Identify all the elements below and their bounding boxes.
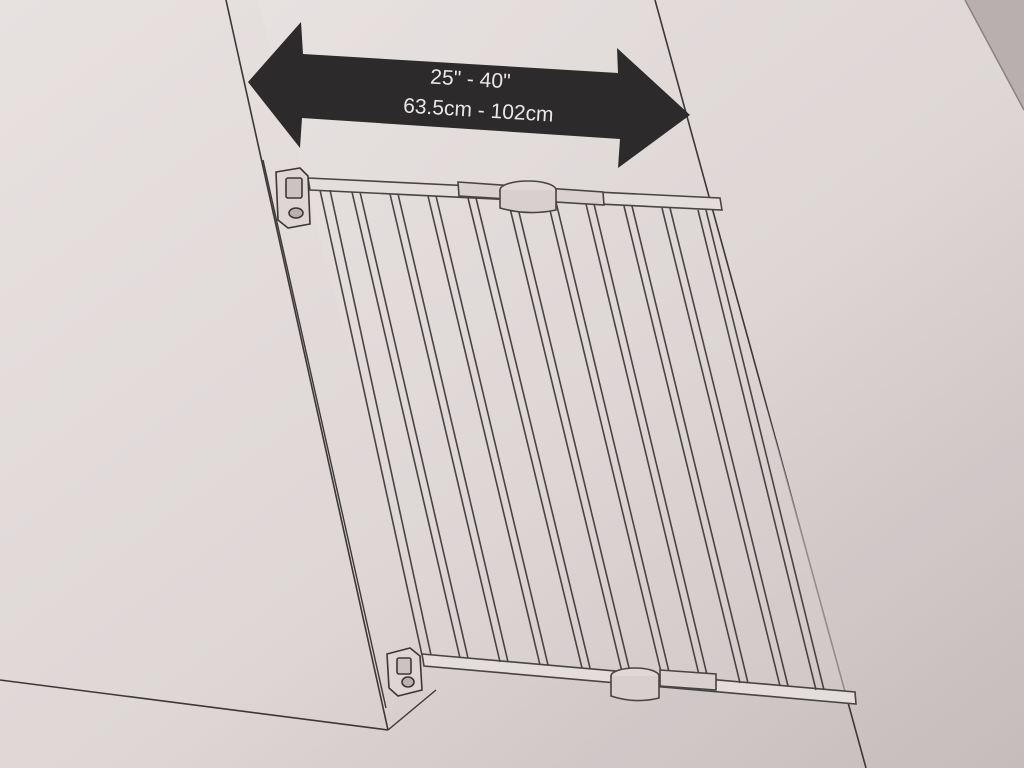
paper-edge-line [964,0,1024,111]
width-inches-label: 25" - 40" [430,66,512,94]
bottom-wall-cup [386,647,423,697]
safety-gate [307,177,857,705]
width-arrow: 25" - 40" 63.5cm - 102cm [248,22,690,168]
top-wall-cup [275,167,311,229]
wall-mount-cups [275,167,423,697]
